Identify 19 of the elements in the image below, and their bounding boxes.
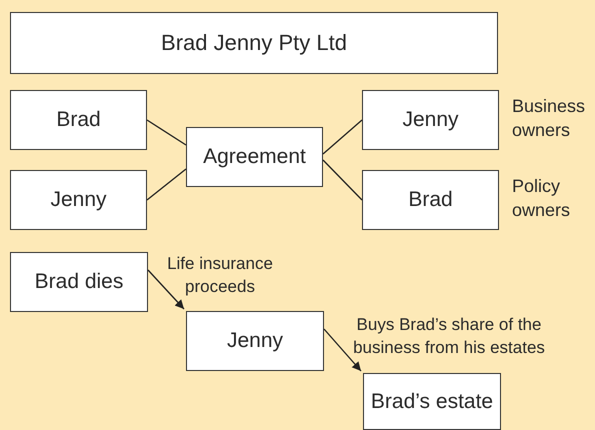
text-box: Brad’s estate — [363, 373, 501, 430]
text-box: Brad — [10, 90, 147, 150]
text-box: Agreement — [186, 127, 323, 187]
connector-line — [146, 119, 186, 146]
arrow — [148, 270, 184, 310]
text-box: Jenny — [10, 170, 147, 230]
connector-line — [322, 120, 362, 154]
connector-line — [322, 160, 362, 200]
role-caption: Policy owners — [512, 175, 572, 222]
text-box: Jenny — [186, 311, 324, 371]
connector-line — [146, 168, 186, 200]
arrow — [324, 328, 362, 372]
edge-label: Buys Brad’s share of the business from his estates — [352, 314, 546, 359]
text-box: Brad dies — [10, 252, 148, 312]
role-caption: Business owners — [512, 95, 586, 142]
text-box: Brad — [362, 170, 499, 230]
text-box: Jenny — [362, 90, 499, 150]
text-box: Brad Jenny Pty Ltd — [10, 12, 498, 74]
edge-label: Life insurance proceeds — [166, 253, 274, 298]
